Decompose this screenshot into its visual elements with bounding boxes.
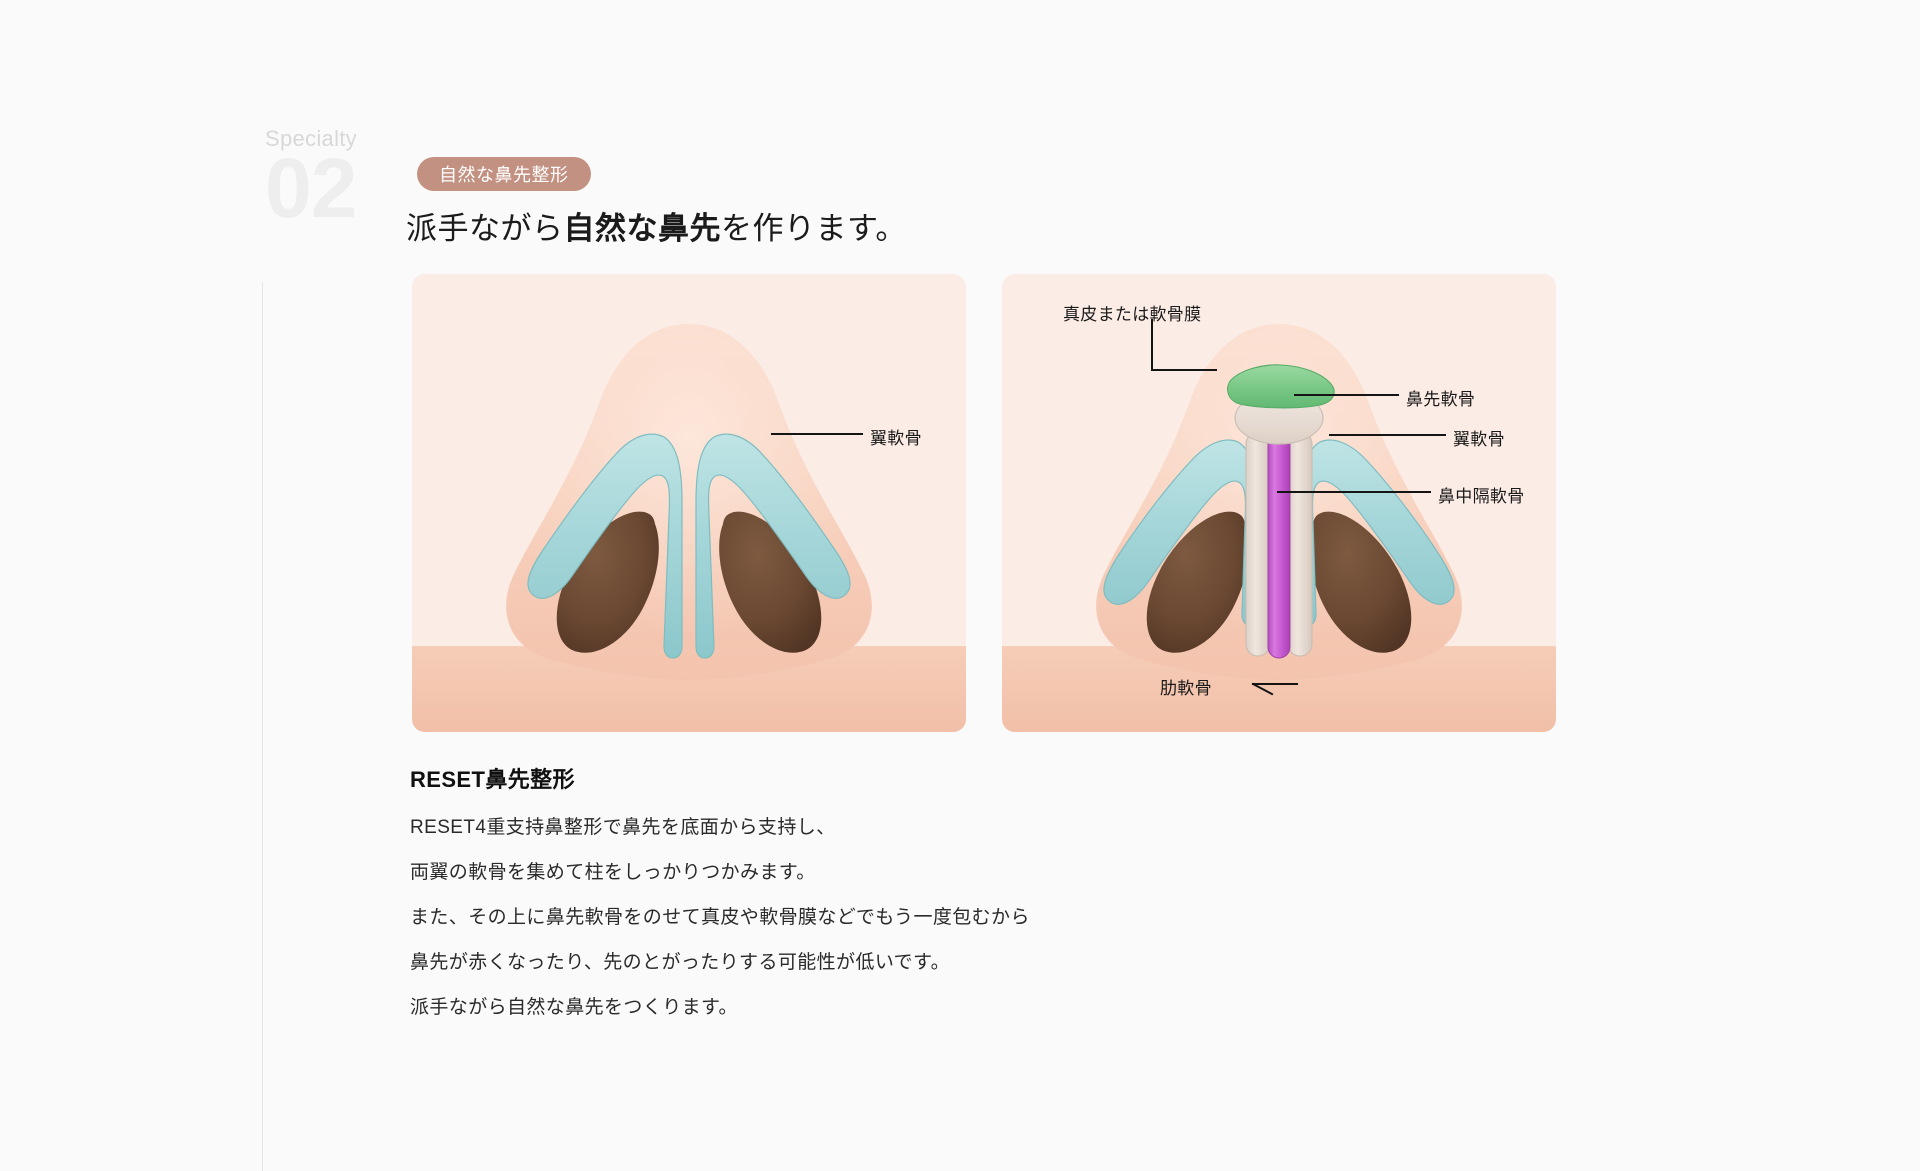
specialty-number: 02 — [265, 141, 357, 235]
description-line: 両翼の軟骨を集めて柱をしっかりつかみます。 — [410, 862, 816, 883]
page-title: 派手ながら自然な鼻先を作ります。 — [406, 203, 907, 248]
description-block: RESET鼻先整形 RESET4重支持鼻整形で鼻先を底面から支持し、 両翼の軟骨… — [410, 762, 1310, 1017]
page-title-emphasis: 自然な鼻先 — [563, 211, 721, 246]
figure-panel-before — [412, 274, 966, 732]
section-badge-label: 自然な鼻先整形 — [439, 165, 569, 185]
nose-anatomy-before-illustration — [412, 274, 966, 732]
specialty-block: Specialty 02 — [265, 126, 435, 235]
nose-anatomy-after-illustration — [1002, 274, 1556, 732]
left-vertical-divider — [262, 282, 263, 1171]
description-title: RESET鼻先整形 — [410, 767, 575, 792]
figure-panel-after — [1002, 274, 1556, 732]
page-title-prefix: 派手ながら — [406, 211, 564, 246]
description-line: 派手ながら自然な鼻先をつくります。 — [410, 997, 738, 1018]
section-badge: 自然な鼻先整形 — [417, 157, 591, 191]
specialty-eyebrow: Specialty — [265, 126, 357, 151]
description-line: 鼻先が赤くなったり、先のとがったりする可能性が低いです。 — [410, 952, 950, 973]
page-title-suffix: を作ります。 — [721, 211, 907, 246]
description-line: また、その上に鼻先軟骨をのせて真皮や軟骨膜などでもう一度包むから — [410, 907, 1030, 928]
description-line: RESET4重支持鼻整形で鼻先を底面から支持し、 — [410, 817, 836, 838]
